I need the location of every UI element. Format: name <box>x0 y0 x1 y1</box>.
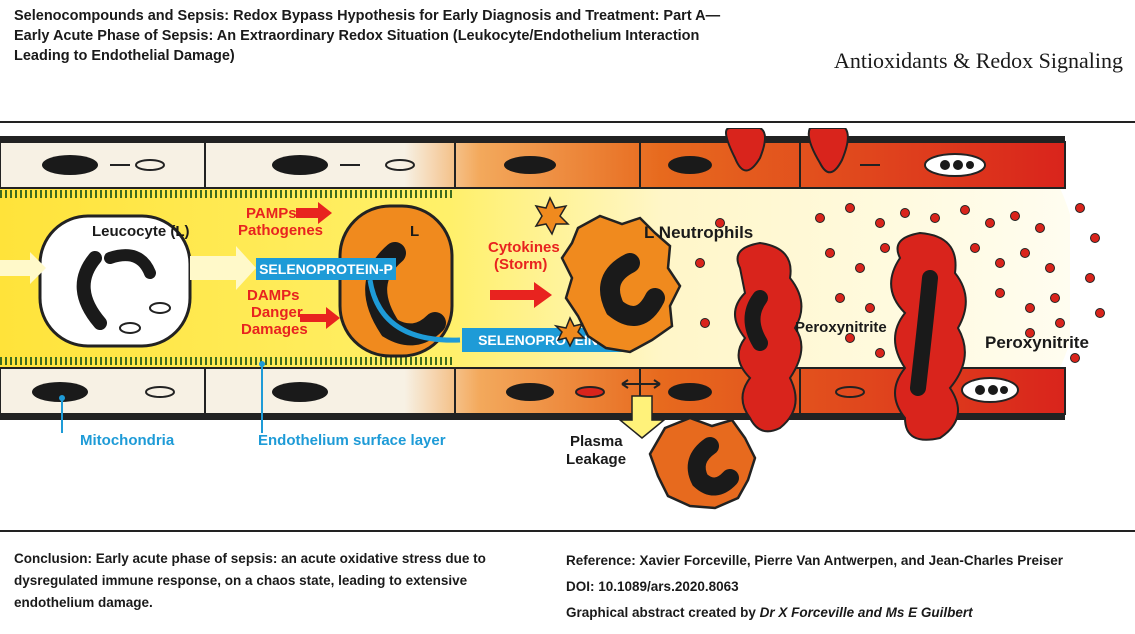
footer-divider <box>0 530 1135 532</box>
l-marker: L <box>410 223 419 240</box>
mitochondria-pointer-dot <box>59 395 65 401</box>
oxidative-particle-dot <box>1021 249 1030 258</box>
oxidative-particle-dot <box>696 259 705 268</box>
oxidative-particle-dot <box>826 249 835 258</box>
endothelium-wall-top <box>0 136 1065 188</box>
oxidative-particle-dot <box>1091 234 1100 243</box>
oxidative-particle-dot <box>1086 274 1095 283</box>
oxidative-particle-dot <box>701 319 710 328</box>
selenoprotein-label: SELENOPROTEIN-P <box>259 261 393 277</box>
oxidative-particle-dot <box>1026 329 1035 338</box>
oxidative-particle-dot <box>1056 319 1065 328</box>
leaked-neutrophil <box>650 418 755 508</box>
oxidative-particle-dot <box>836 294 845 303</box>
oxidative-particle-dot <box>996 289 1005 298</box>
credit-text: Graphical abstract created by Dr X Force… <box>566 600 1135 626</box>
conclusion-text: Conclusion: Early acute phase of sepsis:… <box>14 548 534 614</box>
oxidative-particle-dot <box>876 219 885 228</box>
oxidative-particle-dot <box>901 209 910 218</box>
oxidative-particle-dot <box>1076 204 1085 213</box>
credit-names: Dr X Forceville and Ms E Guilbert <box>760 605 973 620</box>
pathogenes-label: Pathogenes <box>238 222 323 239</box>
cytokines-label: Cytokines <box>488 239 560 256</box>
oxidative-particle-dot <box>1051 294 1060 303</box>
oxidative-particle-dot <box>1036 224 1045 233</box>
danger-label: Danger <box>251 304 303 321</box>
oxidative-particle-dot <box>876 349 885 358</box>
storm-label: (Storm) <box>494 256 547 273</box>
peroxynitrite-label-2: Peroxynitrite <box>985 333 1089 352</box>
reference-block: Reference: Xavier Forceville, Pierre Van… <box>566 548 1135 626</box>
oxidative-particle-dot <box>1071 354 1080 363</box>
endothelium-pointer-dot <box>259 361 265 367</box>
oxidative-particle-dot <box>881 244 890 253</box>
endothelium-label: Endothelium surface layer <box>258 432 446 449</box>
sepsis-diagram: Leucocyte (L) L PAMPs Pathogenes DAMPs D… <box>0 128 1135 518</box>
damps-label: DAMPs <box>247 287 300 304</box>
damages-label: Damages <box>241 321 308 338</box>
neutrophils-label: L Neutrophils <box>644 223 753 242</box>
mitochondria-label: Mitochondria <box>80 432 175 449</box>
pamps-label: PAMPs <box>246 205 297 222</box>
oxidative-particle-dot <box>1011 212 1020 221</box>
oxidative-particle-dot <box>1026 304 1035 313</box>
oxidative-particle-dot <box>996 259 1005 268</box>
credit-prefix: Graphical abstract created by <box>566 605 760 620</box>
oxidative-particle-dot <box>856 264 865 273</box>
header-divider <box>0 121 1135 123</box>
oxidative-particle-dot <box>846 204 855 213</box>
oxidative-particle-dot <box>716 219 725 228</box>
doi-text: DOI: 10.1089/ars.2020.8063 <box>566 574 1135 600</box>
oxidative-particle-dot <box>866 304 875 313</box>
abstract-title: Selenocompounds and Sepsis: Redox Bypass… <box>14 6 734 66</box>
oxidative-particle-dot <box>986 219 995 228</box>
oxidative-particle-dot <box>1096 309 1105 318</box>
oxidative-particle-dot <box>1046 264 1055 273</box>
oxidative-particle-dot <box>971 244 980 253</box>
plasma-label: Plasma <box>570 433 623 450</box>
reference-text: Reference: Xavier Forceville, Pierre Van… <box>566 548 1135 574</box>
leakage-label: Leakage <box>566 451 626 468</box>
oxidative-particle-dot <box>961 206 970 215</box>
activated-leucocyte <box>340 206 452 356</box>
leucocyte-label: Leucocyte (L) <box>92 223 190 240</box>
oxidative-particle-dot <box>846 334 855 343</box>
oxidative-particle-dot <box>931 214 940 223</box>
journal-name: Antioxidants & Redox Signaling <box>834 48 1123 74</box>
oxidative-particle-dot <box>816 214 825 223</box>
peroxynitrite-label-1: Peroxynitrite <box>795 319 887 336</box>
